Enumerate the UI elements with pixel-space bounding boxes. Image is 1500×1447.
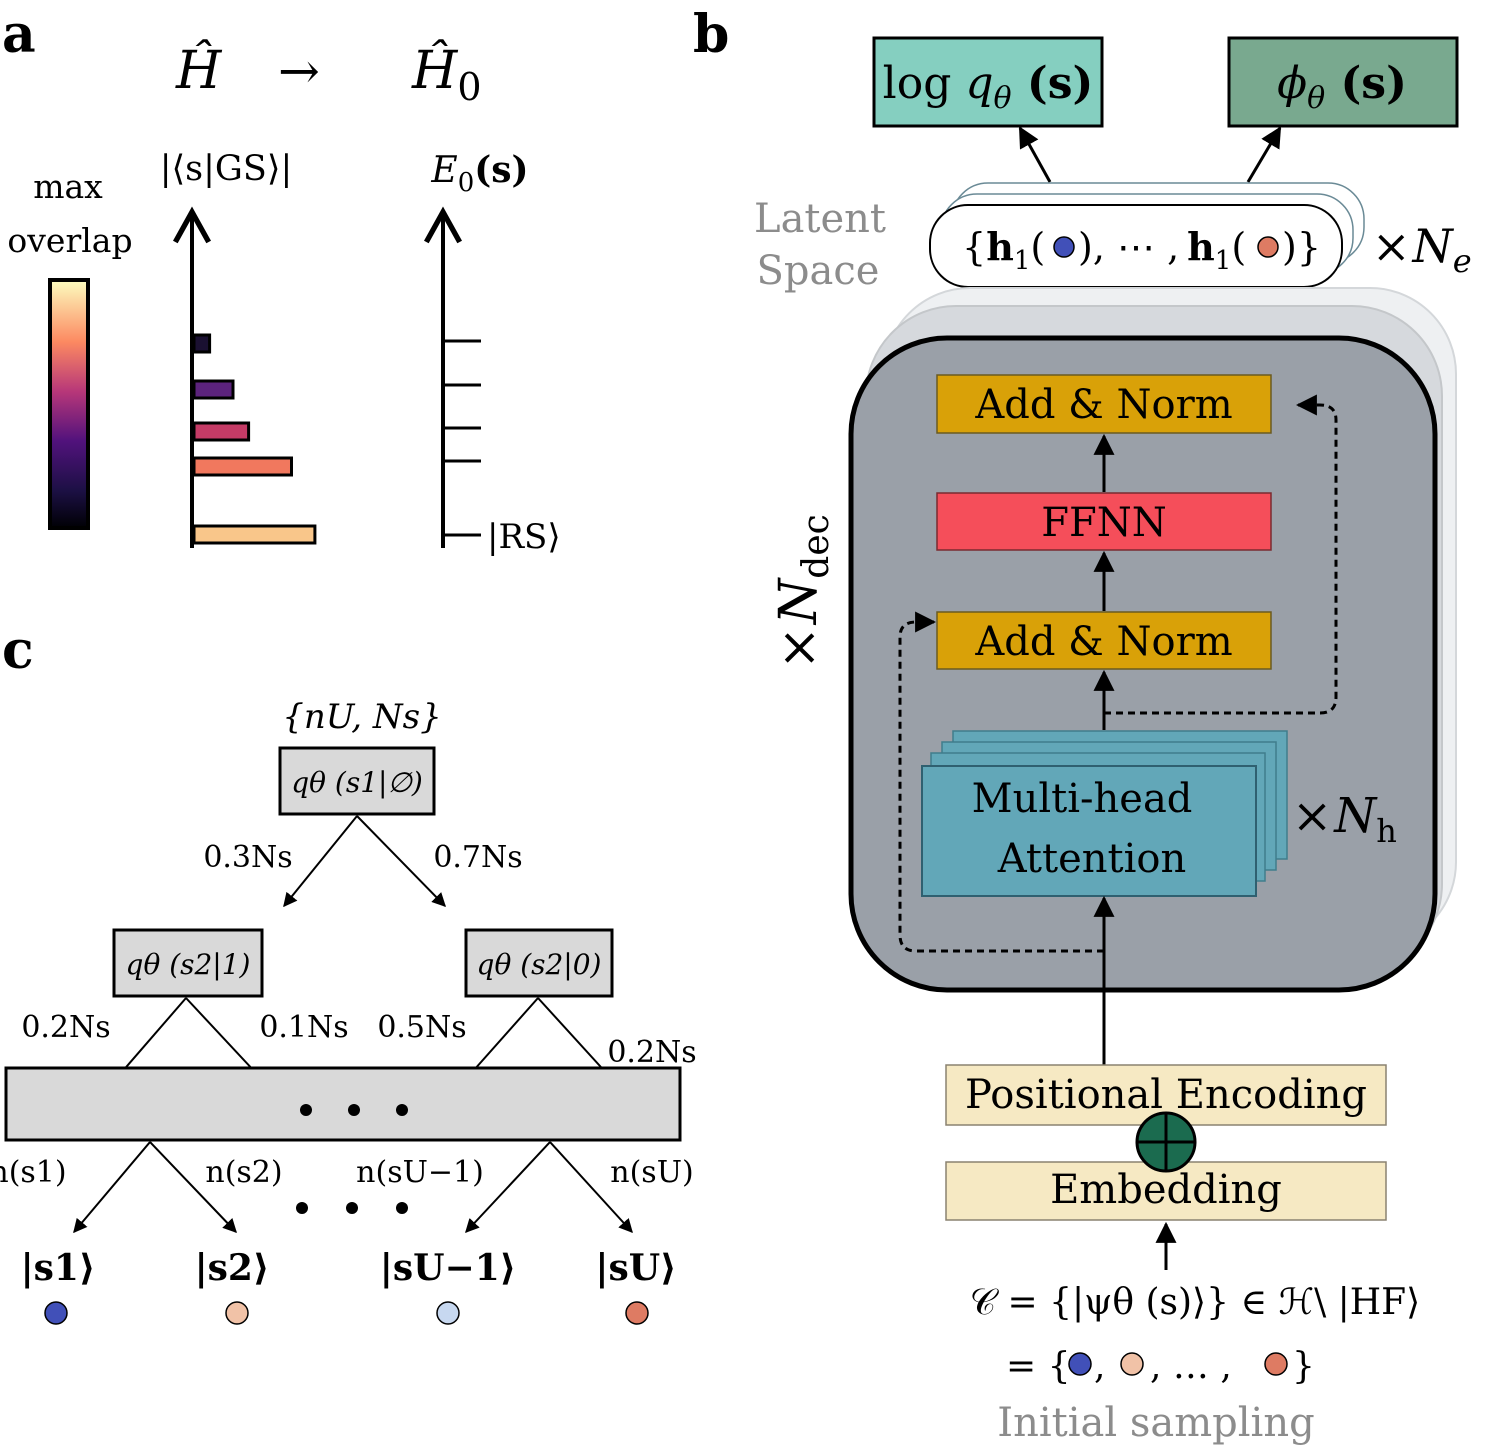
overlap-bar (192, 524, 317, 545)
phase-output-box (1227, 36, 1459, 128)
overlap-bar (192, 379, 235, 400)
leaf-dot-lightblue (436, 1301, 460, 1325)
residual-connection-top (1104, 394, 1338, 715)
positional-encoding-label: Positional Encoding (965, 1072, 1367, 1118)
overlap-bars (192, 333, 317, 545)
edge-label-05: 0.5Ns (377, 1010, 466, 1045)
panel-letter-b: b (693, 4, 729, 65)
edge-leaf-3 (465, 1141, 551, 1234)
input-blue-dot (1068, 1352, 1092, 1376)
ellipsis-dot (346, 1202, 358, 1214)
root-node-label: qθ (s1|∅) (291, 766, 423, 799)
edge-label-02b: 0.2Ns (607, 1035, 696, 1070)
initial-sampling-label: Initial sampling (997, 1400, 1314, 1446)
add-norm-bottom-label: Add & Norm (974, 619, 1232, 665)
attention-box (921, 765, 1257, 897)
leaf-count-1: n(s1) (0, 1155, 67, 1190)
overlap-bar (192, 456, 293, 477)
leaf-dot-orange (625, 1301, 649, 1325)
leaf-count-2: n(s2) (205, 1155, 282, 1190)
add-norm-top-box (936, 374, 1272, 434)
add-norm-bottom-box (936, 611, 1272, 670)
input-peach-dot (1120, 1352, 1144, 1376)
leaf-state-4: |sU⟩ (595, 1247, 676, 1289)
hamiltonian-full: Ĥ (175, 39, 223, 101)
ellipsis-dot (396, 1202, 408, 1214)
latent-label-1: Latent (754, 196, 886, 242)
right-node-label: qθ (s2|0) (477, 948, 602, 981)
ellipsis-dot (348, 1104, 360, 1116)
ffnn-label: FFNN (1041, 500, 1167, 546)
panel-letter-a: a (2, 4, 36, 65)
intermediate-layer (4, 1066, 682, 1142)
latent-blue-dot (1053, 236, 1075, 258)
attention-label-1: Multi-head (972, 776, 1193, 822)
input-set-definition: 𝒞 = {|ψθ (s)⟩} ∈ ℋ\ |HF⟩ (970, 1282, 1420, 1323)
edge-label-07: 0.7Ns (433, 840, 522, 875)
reference-state-label: |RS⟩ (487, 517, 561, 557)
overlap-bar (192, 333, 212, 354)
overlap-axis-label: |⟨s|GS⟩| (160, 149, 293, 189)
latent-set-middle: ), ⋯ ,h1( (1078, 224, 1246, 276)
leaf-dot-peach (225, 1301, 249, 1325)
edge-label-01: 0.1Ns (259, 1010, 348, 1045)
edge-leaf-1 (73, 1141, 151, 1234)
leaf-state-3: |sU−1⟩ (380, 1247, 516, 1289)
edge-leaf-2 (149, 1141, 237, 1234)
ellipsis-dot (300, 1104, 312, 1116)
residual-connection-bottom (898, 611, 1104, 953)
overlap-colorbar (48, 278, 90, 530)
leaf-dot-blue (44, 1301, 68, 1325)
colorbar-label-overlap: overlap (7, 221, 132, 260)
input-orange-dot (1264, 1352, 1288, 1376)
input-set-close: } (1292, 1346, 1315, 1387)
log-prob-output-label: log qθ (s) (883, 58, 1094, 116)
panel-a: Ĥ → Ĥ0 max overlap |⟨s|GS⟩| E0(s) |RS⟩ (7, 39, 560, 557)
leaf-state-1: |s1⟩ (21, 1247, 96, 1289)
edge-root-right (356, 815, 446, 908)
phase-output-label: ϕθ (s) (1277, 58, 1407, 116)
input-set-sep: , (1094, 1346, 1105, 1387)
ellipsis-dot (296, 1202, 308, 1214)
input-set-dots: , … , (1150, 1346, 1232, 1387)
edge-label-03: 0.3Ns (203, 840, 292, 875)
ffnn-box (936, 492, 1272, 551)
colorbar-label-max: max (33, 167, 103, 206)
hamiltonian-reduced: Ĥ0 (411, 39, 482, 109)
ndec-multiplier: ×Ndec (769, 514, 837, 670)
right-node (464, 928, 614, 998)
leaf-state-2: |s2⟩ (195, 1247, 270, 1289)
attention-label-2: Attention (997, 836, 1186, 882)
nh-multiplier: ×Nh (1292, 788, 1397, 850)
latent-set-expression: {h1( (962, 224, 1045, 276)
arrow-to-phase (1246, 126, 1282, 183)
edge-root-left (283, 815, 358, 908)
root-params-label: {nU, Ns} (282, 697, 442, 737)
left-node (112, 928, 264, 998)
panel-c: {nU, Ns} qθ (s1|∅) 0.3Ns 0.7Ns qθ (s2|1)… (0, 697, 697, 1325)
panel-b: log qθ (s) ϕθ (s) Latent Space {h1( ), ⋯… (754, 36, 1472, 1446)
leaf-count-3: n(sU−1) (356, 1155, 484, 1190)
log-prob-output-box (872, 36, 1104, 128)
root-node (278, 746, 436, 816)
transform-arrow: → (278, 42, 320, 100)
latent-orange-dot (1257, 236, 1279, 258)
ellipsis-dot (396, 1104, 408, 1116)
edge-leaf-4 (549, 1141, 633, 1234)
add-norm-top-label: Add & Norm (974, 382, 1232, 428)
input-set-prefix: = { (1006, 1346, 1071, 1387)
overlap-bar (192, 421, 251, 442)
latent-label-2: Space (757, 248, 880, 294)
embedding-label: Embedding (1050, 1167, 1282, 1213)
energy-axis-label: E0(s) (430, 149, 528, 198)
edge-label-02a: 0.2Ns (21, 1010, 110, 1045)
latent-set-close: )} (1282, 225, 1321, 269)
panel-letter-c: c (2, 620, 34, 681)
arrow-to-logprob (1018, 126, 1052, 183)
leaf-count-4: n(sU) (610, 1155, 693, 1190)
left-node-label: qθ (s2|1) (126, 948, 251, 981)
ne-multiplier: ×Ne (1372, 219, 1472, 280)
